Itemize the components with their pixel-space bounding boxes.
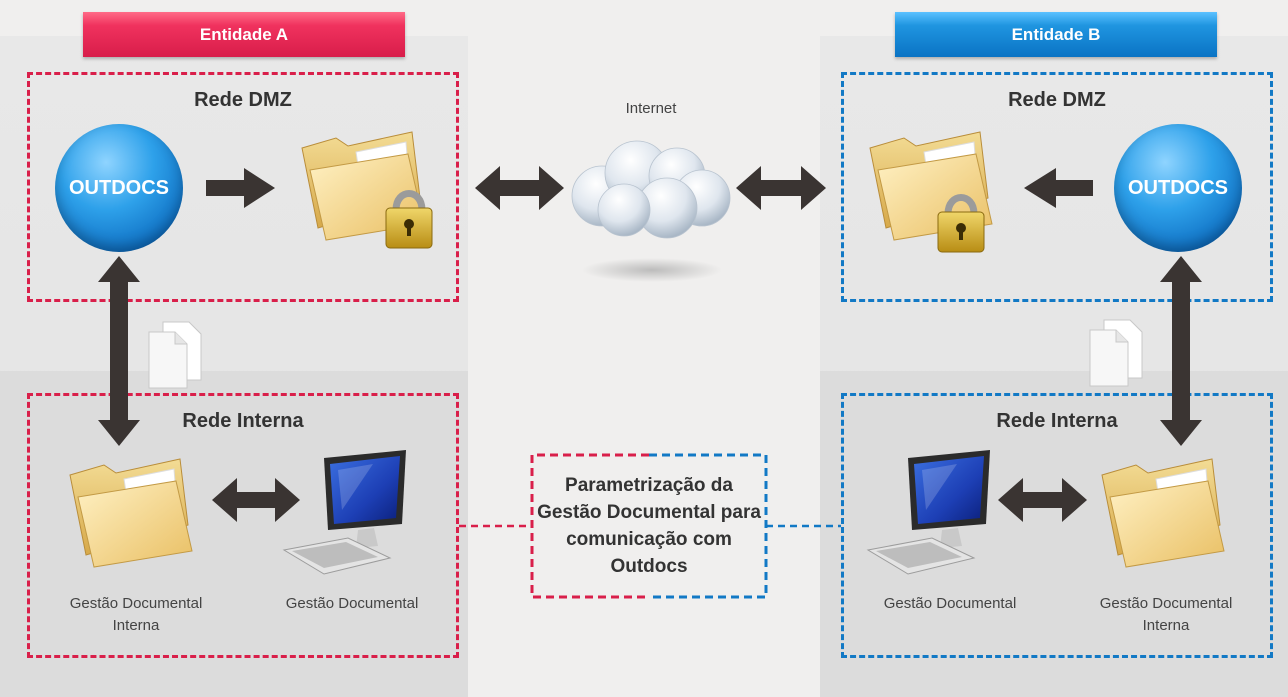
entity-a-computer-icon — [282, 450, 406, 575]
entity-b-outdocs-label: OUTDOCS — [1128, 176, 1228, 199]
entity-b-internal-title: Rede Interna — [996, 410, 1118, 432]
entity-a-dmz-title: Rede DMZ — [194, 89, 292, 111]
entity-a-outdocs-label: OUTDOCS — [69, 176, 169, 199]
entity-b-secure-folder-icon — [869, 131, 993, 253]
entity-b-vertical-double-arrow — [1160, 256, 1202, 446]
entity-a-outdocs-node: OUTDOCS — [55, 124, 183, 252]
internet-right-double-arrow — [736, 166, 826, 210]
entity-b-computer-icon — [866, 450, 990, 575]
entity-a-dmz-arrow — [206, 168, 275, 208]
center-note-box: Parametrização da Gestão Documental para… — [532, 455, 766, 597]
entity-b-header: Entidade B — [895, 12, 1217, 57]
entity-b-dmz-title: Rede DMZ — [1008, 89, 1106, 111]
entity-b-dmz-arrow — [1024, 168, 1093, 208]
entity-a-header: Entidade A — [83, 12, 405, 57]
center-note-text: Parametrização da Gestão Documental para… — [537, 475, 761, 577]
entity-a-vertical-double-arrow — [98, 256, 140, 446]
entity-a-dmz-box: Rede DMZ — [27, 72, 459, 302]
entity-b-internal-folder-label: Gestão Documental Interna — [1099, 595, 1233, 634]
entity-b-outdocs-node: OUTDOCS — [1114, 124, 1242, 252]
entity-b-internal-box: Rede Interna — [841, 393, 1273, 658]
entity-a-internal-folder-label: Gestão Documental Interna — [69, 595, 203, 634]
internet-cloud-icon — [571, 140, 731, 282]
entity-b-internal-double-arrow — [998, 478, 1087, 522]
entity-a-internal-folder-icon — [69, 458, 193, 568]
entity-b-internal-folder-icon — [1101, 458, 1225, 568]
entity-b-computer-label: Gestão Documental — [883, 595, 1017, 612]
entity-b-documents-icon — [1089, 319, 1143, 387]
internet-label: Internet — [625, 100, 677, 117]
entity-a-internal-box: Rede Interna — [27, 393, 459, 658]
internet-left-double-arrow — [475, 166, 564, 210]
entity-b-dmz-box: Rede DMZ — [841, 72, 1273, 302]
entity-a-documents-icon — [148, 321, 202, 389]
entity-a-internal-double-arrow — [212, 478, 300, 522]
entity-a-computer-label: Gestão Documental — [285, 595, 419, 612]
entity-a-internal-title: Rede Interna — [182, 410, 304, 432]
entity-a-secure-folder-icon — [301, 131, 433, 249]
